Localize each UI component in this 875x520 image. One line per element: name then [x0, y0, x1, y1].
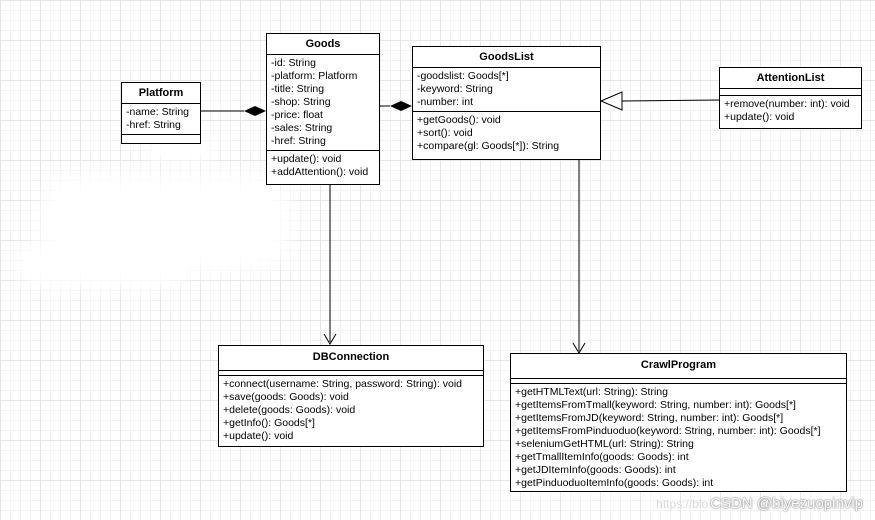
operation: +update(): void — [223, 430, 294, 442]
attribute: -shop: String — [271, 96, 331, 108]
class-crawlprogram: CrawlProgram +getHTMLText(url: String): … — [510, 353, 847, 492]
attributes-section: -goodslist: Goods[*] -keyword: String -n… — [413, 67, 600, 111]
composition-diamond-goodslist — [390, 101, 412, 111]
operations-section: +update(): void +addAttention(): void — [267, 150, 379, 181]
attributes-section: -id: String -platform: Platform -title: … — [267, 54, 379, 150]
faded-region — [150, 140, 210, 160]
operation: +getItemsFromPinduoduo(keyword: String, … — [515, 425, 821, 437]
operation: +addAttention(): void — [271, 166, 369, 178]
attribute: -number: int — [417, 96, 474, 108]
operation: +delete(goods: Goods): void — [223, 404, 356, 416]
class-name: CrawlProgram — [640, 359, 717, 371]
attribute: -title: String — [271, 83, 325, 95]
attributes-section — [511, 378, 846, 383]
class-name: Platform — [138, 87, 184, 99]
faded-region — [18, 245, 188, 285]
class-attentionlist: AttentionList +remove(number: int): void… — [719, 67, 862, 129]
operation: +getPinduoduoItemInfo(goods: Goods): int — [515, 477, 714, 489]
operation: +seleniumGetHTML(url: String): String — [515, 438, 694, 450]
operations-section: +connect(username: String, password: Str… — [219, 375, 483, 445]
class-platform: Platform -name: String -href: String — [121, 82, 201, 144]
watermark-url: https://blo — [656, 497, 709, 511]
attribute: -goodslist: Goods[*] — [417, 70, 509, 82]
attribute: -sales: String — [271, 122, 333, 134]
attribute: -href: String — [271, 135, 326, 147]
class-dbconnection: DBConnection +connect(username: String, … — [218, 345, 484, 447]
operation: +sort(): void — [417, 127, 473, 139]
attribute: -platform: Platform — [271, 70, 358, 82]
composition-diamond-goods — [244, 106, 266, 116]
watermark-text: CSDN @biyezuopinvip — [710, 495, 863, 512]
class-goodslist: GoodsList -goodslist: Goods[*] -keyword:… — [412, 46, 601, 160]
operation: +getItemsFromTmall(keyword: String, numb… — [515, 399, 796, 411]
attribute: -id: String — [271, 57, 316, 69]
operation: +getItemsFromJD(keyword: String, number:… — [515, 412, 784, 424]
attribute: -name: String — [126, 106, 190, 118]
class-name: AttentionList — [756, 72, 825, 84]
attribute: -keyword: String — [417, 83, 493, 95]
operation: +connect(username: String, password: Str… — [223, 378, 462, 390]
operation: +getJDItemInfo(goods: Goods): int — [515, 464, 676, 476]
operations-section — [122, 134, 200, 143]
operation: +save(goods: Goods): void — [223, 391, 349, 403]
class-name: Goods — [305, 38, 341, 50]
attributes-section — [219, 370, 483, 375]
association-arrowhead — [323, 333, 337, 345]
operation: +getHTMLText(url: String): String — [515, 386, 668, 398]
operation: +getInfo(): Goods[*] — [223, 417, 315, 429]
operations-section: +getHTMLText(url: String): String +getIt… — [511, 383, 846, 492]
attributes-section — [720, 88, 861, 95]
class-name: GoodsList — [479, 51, 534, 63]
attributes-section: -name: String -href: String — [122, 103, 200, 134]
operations-section: +remove(number: int): void +update(): vo… — [720, 95, 861, 126]
operation: +update(): void — [271, 153, 342, 165]
class-goods: Goods -id: String -platform: Platform -t… — [266, 33, 380, 185]
generalization-triangle — [599, 91, 623, 111]
operation: +remove(number: int): void — [724, 98, 850, 110]
operations-section: +getGoods(): void +sort(): void +compare… — [413, 111, 600, 155]
generalization-attentionlist-goodslist — [621, 99, 720, 102]
operation: +getTmallItemInfo(goods: Goods): int — [515, 451, 689, 463]
operation: +compare(gl: Goods[*]): String — [417, 140, 560, 152]
operation: +update(): void — [724, 111, 795, 123]
class-name: DBConnection — [312, 351, 390, 363]
attribute: -price: float — [271, 109, 323, 121]
operation: +getGoods(): void — [417, 114, 501, 126]
attribute: -href: String — [126, 119, 181, 131]
